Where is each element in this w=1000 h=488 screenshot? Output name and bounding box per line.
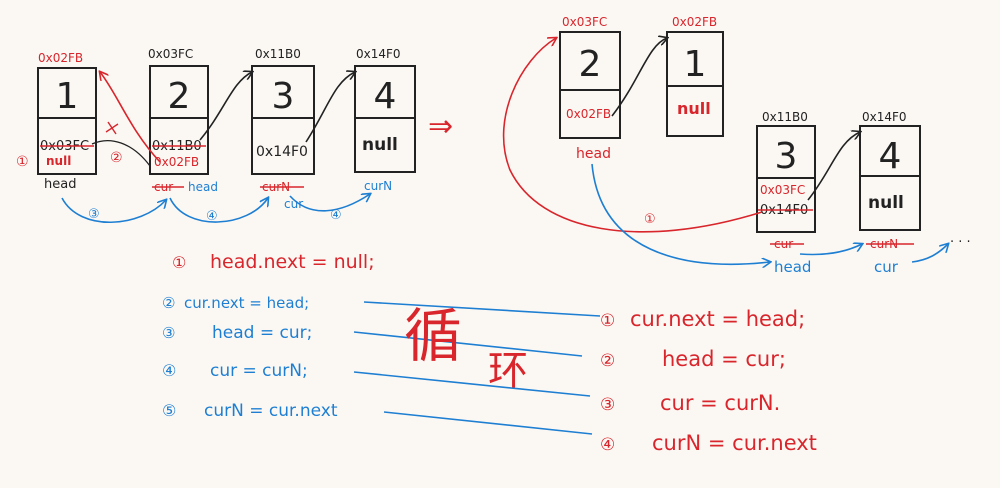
right-step-1: ①	[644, 212, 656, 227]
left-node-2-next-overlay: 0x02FB	[154, 155, 199, 169]
right-arrow-2-to-1	[611, 38, 667, 117]
loop-label-char-1: 循	[404, 302, 462, 370]
right-ellipsis: · · ·	[950, 235, 971, 250]
left-node-3-address: 0x11B0	[255, 47, 301, 61]
code-right-1-text: cur.next = head;	[630, 307, 805, 331]
code-left-1-text: head.next = null;	[210, 251, 375, 273]
right-arrow-3-to-4	[807, 132, 860, 201]
code-right-4-num: ④	[600, 435, 615, 455]
left-label-curN-new: curN	[364, 179, 392, 193]
implies-arrow: ⇒	[428, 109, 453, 144]
right-node-1-value: 1	[684, 44, 707, 85]
left-node-4-next: null	[362, 135, 398, 155]
code-right-4-text: curN = cur.next	[652, 431, 817, 455]
left-node-4-address: 0x14F0	[356, 47, 401, 61]
left-step-4b: ④	[330, 208, 342, 223]
right-node-1-address: 0x02FB	[672, 15, 717, 29]
right-node-2-next: 0x02FB	[566, 107, 611, 121]
code-left-4-num: ④	[162, 361, 176, 380]
right-node-4-value: 4	[879, 136, 902, 177]
code-right-2-text: head = cur;	[662, 347, 786, 371]
code-left-1-num: ①	[172, 253, 186, 272]
right-node-4-box	[859, 125, 921, 231]
left-red-cross	[105, 121, 119, 135]
connector-4	[383, 411, 593, 435]
right-red-arrow-3-to-2	[502, 38, 763, 233]
left-label-head-new: head	[188, 180, 218, 194]
code-right-3-num: ③	[600, 395, 615, 415]
right-label-cur-new: cur	[874, 258, 899, 276]
right-node-2-value: 2	[579, 44, 602, 85]
right-node-2-box	[559, 31, 621, 139]
code-right: ① cur.next = head; ② head = cur; ③ cur =…	[600, 307, 817, 455]
right-node-4-address: 0x14F0	[862, 110, 907, 124]
right-blue-arrow-next	[911, 244, 948, 263]
code-connectors	[353, 301, 601, 435]
left-node-3-value: 3	[272, 76, 295, 117]
code-left-2-num: ②	[162, 294, 175, 312]
left-arrow-1-to-2	[91, 140, 151, 167]
code-left-5-text: curN = cur.next	[204, 401, 338, 421]
right-label-head: head	[576, 146, 611, 162]
right-node-3-next-overlay: 0x03FC	[760, 183, 805, 197]
left-node-2-address: 0x03FC	[148, 47, 193, 61]
left-step-2: ②	[110, 150, 123, 166]
left-node-1-address: 0x02FB	[38, 51, 83, 65]
left-node-1-next-overlay: null	[46, 154, 71, 168]
connector-2	[353, 331, 583, 357]
code-left-3-text: head = cur;	[212, 323, 312, 343]
left-red-arrow-2-to-1	[100, 72, 161, 163]
right-label-head-new: head	[774, 258, 811, 276]
right-blue-arrow-cur-move	[799, 244, 862, 256]
left-step-4a: ④	[206, 209, 218, 224]
right-node-3-address: 0x11B0	[762, 110, 808, 124]
code-left-4-text: cur = curN;	[210, 361, 308, 381]
left-node-1-box	[37, 67, 97, 175]
left-arrow-3-to-4	[305, 72, 355, 143]
left-label-head: head	[44, 177, 76, 192]
right-list	[559, 31, 921, 233]
right-node-3-value: 3	[775, 136, 798, 177]
code-left: ① head.next = null; ② cur.next = head; ③…	[162, 251, 375, 421]
left-node-4-value: 4	[374, 76, 397, 117]
code-left-5-num: ⑤	[162, 401, 176, 420]
code-right-3-text: cur = curN.	[660, 391, 780, 415]
right-node-2-address: 0x03FC	[562, 15, 607, 29]
code-left-2-text: cur.next = head;	[184, 294, 309, 312]
code-left-3-num: ③	[162, 324, 175, 342]
left-step-1: ①	[16, 154, 29, 170]
connector-1	[363, 301, 601, 317]
left-blue-arrow-head-move	[61, 197, 166, 224]
left-label-cur-new: cur	[284, 197, 303, 211]
left-node-2-value: 2	[168, 76, 191, 117]
code-right-1-num: ①	[600, 311, 615, 331]
left-node-3-next: 0x14F0	[256, 144, 308, 160]
right-node-1-next: null	[677, 99, 711, 118]
right-node-4-next: null	[868, 193, 904, 213]
left-blue-arrow-curN-move	[289, 194, 370, 212]
left-step-3: ③	[88, 207, 100, 222]
left-node-2-box	[149, 65, 209, 175]
left-arrow-2-to-3	[199, 72, 252, 141]
right-node-1-box	[666, 31, 724, 137]
left-node-1-value: 1	[56, 76, 79, 117]
left-blue-arrow-cur-move	[169, 198, 268, 223]
right-blue-arrow-head-move	[591, 163, 770, 264]
left-node-3-box	[251, 65, 315, 175]
loop-label-char-2: 环	[488, 348, 528, 394]
code-right-2-num: ②	[600, 351, 615, 371]
connector-3	[353, 371, 591, 397]
left-list	[37, 65, 416, 175]
